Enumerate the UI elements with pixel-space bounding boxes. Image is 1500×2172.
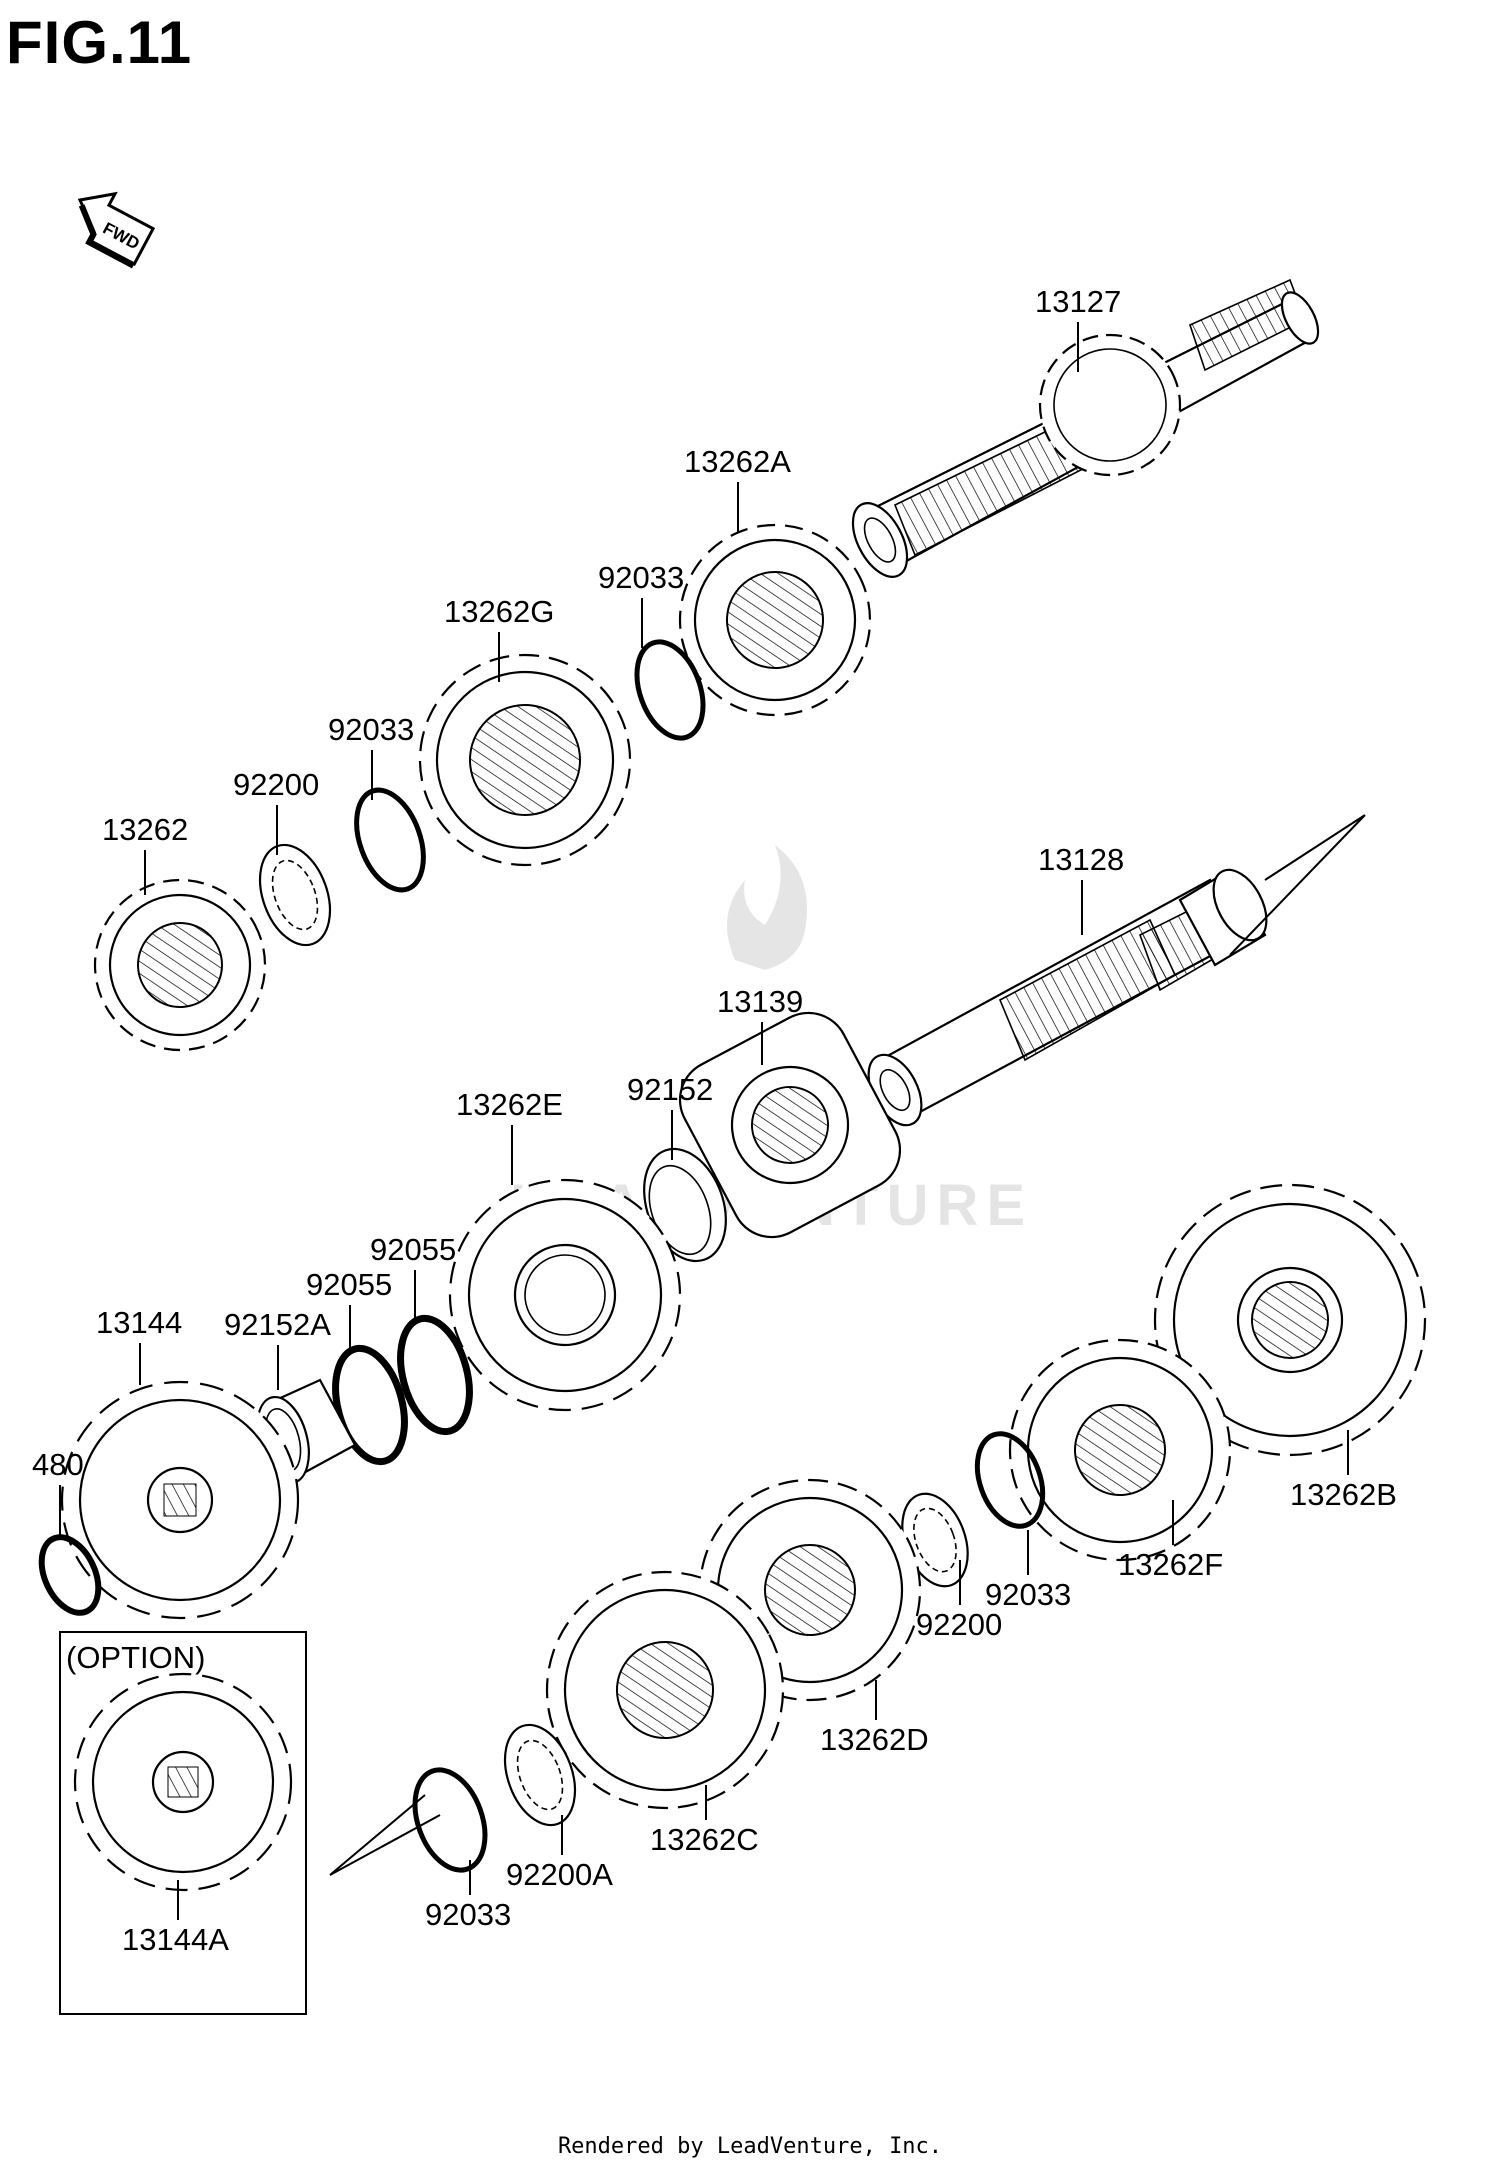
label-13262D: 13262D (820, 1722, 929, 1757)
snap-ring-92033-bottom (329, 1767, 488, 1876)
option-label: (OPTION) (66, 1640, 206, 1675)
label-13128: 13128 (1038, 842, 1124, 877)
label-13127: 13127 (1035, 284, 1121, 319)
footer-credit: Rendered by LeadVenture, Inc. (557, 2134, 943, 2159)
label-92152: 92152 (627, 1072, 713, 1107)
label-13262: 13262 (102, 812, 188, 847)
washer-92200A (503, 1723, 577, 1827)
snap-ring-92033-lower (974, 1431, 1046, 1529)
label-13262F: 13262F (1118, 1547, 1223, 1582)
circlip-480 (38, 1534, 102, 1616)
gear-13262 (93, 878, 267, 1052)
label-92033-a: 92033 (598, 560, 684, 595)
label-92200-a: 92200 (233, 767, 319, 802)
label-13262C: 13262C (650, 1822, 759, 1857)
label-13262G: 13262G (444, 594, 554, 629)
shifter-13139 (678, 1011, 902, 1239)
figure-title: FIG.11 (6, 9, 193, 76)
part-labels: 13127 13262A 92033 13262G 92033 92200 13… (32, 284, 1397, 1957)
label-13262B: 13262B (1290, 1477, 1397, 1512)
label-13262E: 13262E (456, 1087, 563, 1122)
label-92033-c: 92033 (985, 1577, 1071, 1612)
snap-ring-92033-mid (354, 787, 426, 893)
gear-13262E (448, 1178, 682, 1412)
gear-13262A (678, 523, 872, 717)
label-92055-b: 92055 (306, 1267, 392, 1302)
label-92200A: 92200A (506, 1857, 613, 1892)
label-13262A: 13262A (684, 444, 791, 479)
label-13144A: 13144A (122, 1922, 229, 1957)
label-92033-d: 92033 (425, 1897, 511, 1932)
option-box: (OPTION) (59, 1631, 307, 2015)
snap-ring-92033-upper (634, 639, 706, 741)
label-92152A: 92152A (224, 1307, 331, 1342)
washer-92200-upper (258, 843, 332, 947)
gear-13262G (418, 653, 632, 867)
gear-13262F (1008, 1338, 1232, 1562)
sprocket-13144 (60, 1380, 300, 1620)
label-92033-b: 92033 (328, 712, 414, 747)
label-13144: 13144 (96, 1305, 182, 1340)
gear-on-shaft (1038, 333, 1182, 477)
gear-13262C (545, 1570, 785, 1810)
label-92055-a: 92055 (370, 1232, 456, 1267)
label-13139: 13139 (717, 984, 803, 1019)
sprocket-13144A (73, 1672, 293, 1892)
output-shaft-13128 (867, 814, 1366, 1127)
bushing-92152 (643, 1147, 727, 1263)
leader-lines (59, 322, 1349, 1920)
label-92200-b: 92200 (916, 1607, 1002, 1642)
input-shaft-13127 (851, 278, 1320, 578)
fwd-arrow-icon: FWD (77, 191, 156, 269)
label-480: 480 (32, 1447, 84, 1482)
o-ring-92055-a (397, 1314, 473, 1436)
